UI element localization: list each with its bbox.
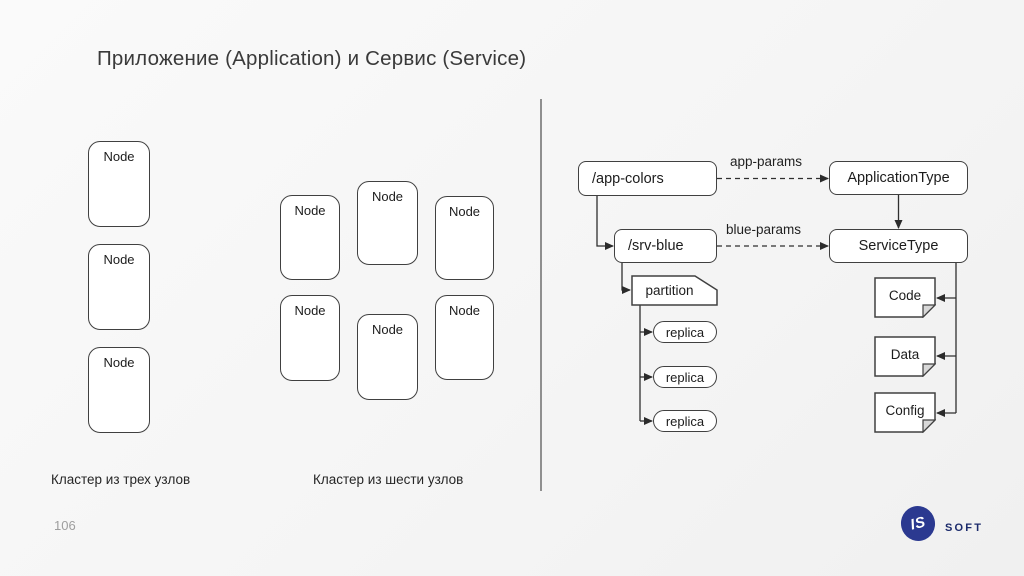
replica-label: replica bbox=[665, 369, 705, 385]
logo-soft-text: SOFT bbox=[945, 522, 984, 534]
code-document-shape: Code bbox=[874, 277, 936, 318]
service-type-box: ServiceType bbox=[829, 229, 968, 263]
card-shape-icon bbox=[631, 275, 718, 306]
document-shape-icon bbox=[874, 392, 936, 433]
config-document-shape: Config bbox=[874, 392, 936, 433]
node-box: Node bbox=[357, 181, 418, 265]
partition-shape: partition bbox=[631, 275, 718, 306]
srv-blue-label: /srv-blue bbox=[628, 238, 684, 254]
application-type-label: ApplicationType bbox=[847, 170, 950, 186]
app-colors-box: /app-colors bbox=[578, 161, 717, 196]
app-params-edge-label: app-params bbox=[730, 154, 803, 169]
code-label: Code bbox=[888, 287, 922, 303]
node-label: Node bbox=[294, 303, 326, 318]
replica-pill: replica bbox=[653, 321, 717, 343]
logo-is-text: IS bbox=[908, 513, 928, 534]
blue-params-edge-label: blue-params bbox=[726, 222, 802, 237]
node-box: Node bbox=[280, 295, 340, 381]
node-box: Node bbox=[435, 295, 494, 380]
node-box: Node bbox=[357, 314, 418, 400]
node-box: Node bbox=[88, 244, 150, 330]
application-type-box: ApplicationType bbox=[829, 161, 968, 195]
slide-title: Приложение (Application) и Сервис (Servi… bbox=[97, 47, 527, 70]
node-box: Node bbox=[88, 141, 150, 227]
section-divider bbox=[540, 99, 542, 491]
node-label: Node bbox=[294, 203, 326, 218]
node-label: Node bbox=[371, 189, 404, 204]
partition-label: partition bbox=[645, 283, 694, 298]
node-box: Node bbox=[435, 196, 494, 280]
replica-label: replica bbox=[665, 413, 705, 429]
node-label: Node bbox=[103, 149, 135, 164]
srv-blue-box: /srv-blue bbox=[614, 229, 717, 263]
node-label: Node bbox=[448, 303, 481, 318]
document-shape-icon bbox=[874, 336, 936, 377]
data-document-shape: Data bbox=[874, 336, 936, 377]
issoft-logo-icon: IS bbox=[897, 502, 939, 545]
page-number: 106 bbox=[54, 518, 76, 533]
node-label: Node bbox=[371, 322, 404, 337]
cluster-six-caption: Кластер из шести узлов bbox=[313, 472, 464, 487]
replica-label: replica bbox=[665, 324, 705, 340]
app-colors-label: /app-colors bbox=[592, 170, 664, 187]
document-shape-icon bbox=[874, 277, 936, 318]
node-label: Node bbox=[448, 204, 481, 219]
node-label: Node bbox=[103, 252, 135, 267]
node-label: Node bbox=[103, 355, 135, 370]
data-label: Data bbox=[890, 346, 920, 362]
replica-pill: replica bbox=[653, 410, 717, 432]
node-box: Node bbox=[280, 195, 340, 280]
node-box: Node bbox=[88, 347, 150, 433]
replica-pill: replica bbox=[653, 366, 717, 388]
service-type-label: ServiceType bbox=[858, 238, 939, 254]
cluster-three-caption: Кластер из трех узлов bbox=[51, 472, 191, 487]
config-label: Config bbox=[885, 402, 925, 418]
